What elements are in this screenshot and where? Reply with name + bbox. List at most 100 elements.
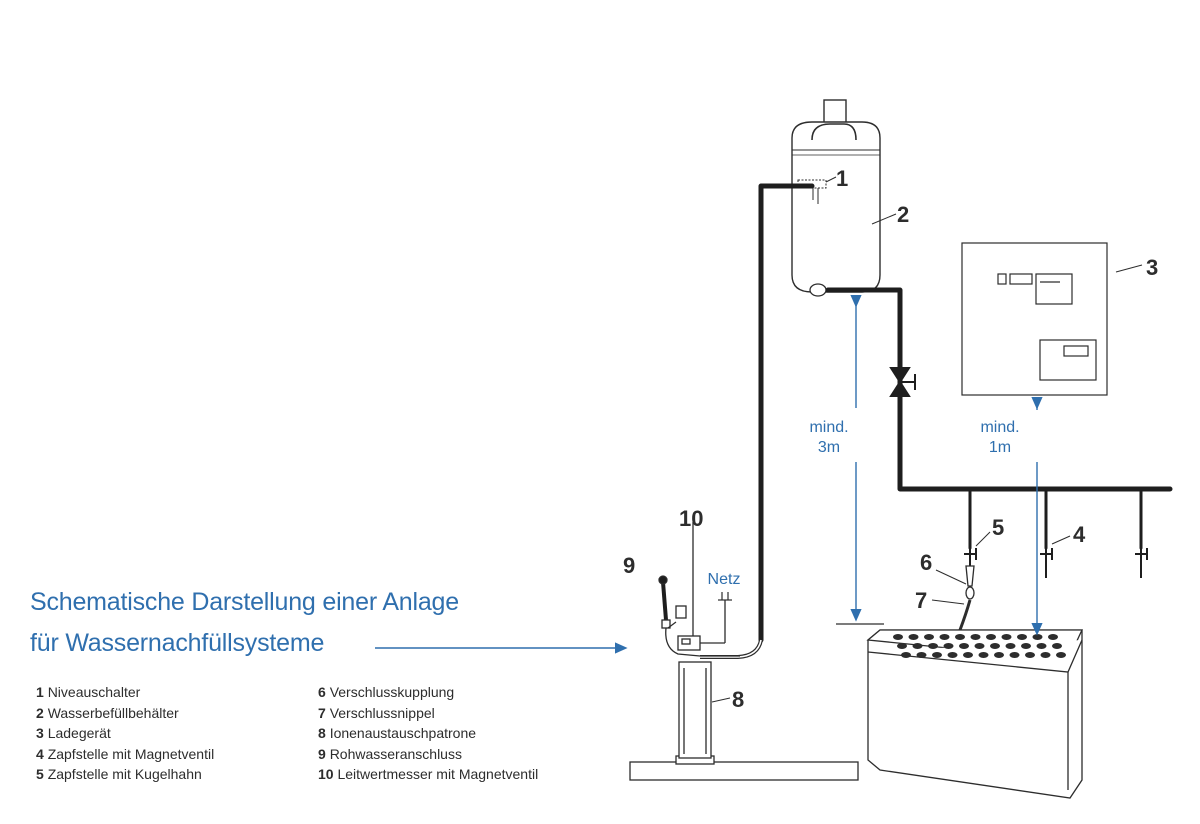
battery-cell-cap xyxy=(916,652,927,658)
callout-5: 5 xyxy=(992,515,1004,540)
legend-item: 7 Verschlussnippel xyxy=(318,703,538,724)
legend-number: 3 xyxy=(36,725,44,741)
battery-cell-cap xyxy=(908,634,919,640)
ion-exchange-cartridge xyxy=(629,661,859,781)
battery-cell-cap xyxy=(959,643,969,649)
battery-cell-cap xyxy=(963,652,973,658)
tap-solenoid-valve xyxy=(1040,548,1053,578)
raw-water-connection xyxy=(658,575,740,657)
legend-item: 9 Rohwasseranschluss xyxy=(318,744,538,765)
battery-cell-cap xyxy=(893,634,903,640)
battery-cells xyxy=(893,634,1066,658)
legend-label: Verschlusskupplung xyxy=(329,684,455,700)
battery-cell-cap xyxy=(897,643,907,649)
mains-plug xyxy=(718,592,732,601)
legend-right: 6 Verschlusskupplung 7 Verschlussnippel … xyxy=(318,682,538,785)
tap-extra xyxy=(1135,548,1148,578)
leader-lines xyxy=(711,176,1143,703)
callout-2: 2 xyxy=(897,202,909,227)
battery-cell-cap xyxy=(901,652,911,658)
battery-cell-cap xyxy=(1001,634,1012,640)
dimension-1m-label-line2: 1m xyxy=(989,439,1011,456)
legend-label: Zapfstelle mit Kugelhahn xyxy=(47,766,202,782)
battery-cell-cap xyxy=(978,652,989,658)
legend-number: 7 xyxy=(318,704,326,721)
callout-6: 6 xyxy=(920,550,932,575)
battery-cell-cap xyxy=(924,634,934,640)
battery-cell-cap xyxy=(947,652,958,658)
battery-cell-cap xyxy=(990,643,1000,649)
battery-cell-cap xyxy=(1009,652,1020,658)
dimension-3m xyxy=(836,295,884,625)
legend-number: 2 xyxy=(36,704,44,721)
legend-item: 3 Ladegerät xyxy=(36,723,214,744)
battery-cell-cap xyxy=(1052,643,1062,649)
callout-1: 1 xyxy=(836,166,848,191)
valve xyxy=(889,367,916,397)
battery-cell-cap xyxy=(970,634,981,640)
legend-number: 8 xyxy=(318,725,326,741)
battery-cell-cap xyxy=(1032,634,1043,640)
battery-cell-cap xyxy=(986,634,996,640)
battery-hose xyxy=(958,599,972,631)
legend-left: 1 Niveauschalter 2 Wasserbefüllbehälter … xyxy=(36,682,214,785)
closing-coupling xyxy=(965,565,975,587)
closing-nipple xyxy=(965,586,975,600)
diagram-title-line1: Schematische Darstellung einer Anlage xyxy=(30,588,459,616)
legend-label: Ladegerät xyxy=(47,725,111,741)
battery-cell-cap xyxy=(1025,652,1035,658)
water-refill-tank xyxy=(791,99,881,293)
legend-number: 5 xyxy=(36,766,44,782)
charger xyxy=(961,242,1108,396)
tank-outlet xyxy=(809,283,827,297)
legend-label: Rohwasseranschluss xyxy=(329,745,462,762)
legend-number: 9 xyxy=(318,745,326,762)
legend-label: Zapfstelle mit Magnetventil xyxy=(47,745,215,762)
dimension-3m-label-line2: 3m xyxy=(818,439,840,456)
battery-cell-cap xyxy=(1005,643,1016,649)
callout-3: 3 xyxy=(1146,255,1158,280)
netz-label: Netz xyxy=(708,571,741,588)
legend-label: Leitwertmesser mit Magnetventil xyxy=(337,766,539,782)
tap-ball-valve xyxy=(964,548,977,566)
callout-9: 9 xyxy=(623,553,635,578)
conductivity-meter xyxy=(677,522,726,651)
battery-cell-cap xyxy=(939,634,950,640)
legend-item: 2 Wasserbefüllbehälter xyxy=(36,703,214,724)
dimension-1m-label-line1: mind. xyxy=(980,419,1019,436)
callout-7: 7 xyxy=(915,588,927,613)
legend-number: 4 xyxy=(36,745,44,762)
battery-cell-cap xyxy=(1036,643,1047,649)
legend-label: Wasserbefüllbehälter xyxy=(47,704,179,721)
legend-item: 5 Zapfstelle mit Kugelhahn xyxy=(36,764,214,785)
callout-10: 10 xyxy=(679,506,703,531)
diagram-title-line2: für Wassernachfüllsysteme xyxy=(30,629,325,657)
legend-label: Niveauschalter xyxy=(47,684,141,700)
legend-number: 1 xyxy=(36,684,44,700)
battery-cell-cap xyxy=(1021,643,1031,649)
callout-8: 8 xyxy=(732,687,744,712)
callout-4: 4 xyxy=(1073,522,1086,547)
legend-number: 10 xyxy=(318,766,334,782)
legend-item: 6 Verschlusskupplung xyxy=(318,682,538,703)
legend-item: 10 Leitwertmesser mit Magnetventil xyxy=(318,764,538,785)
battery-cell-cap xyxy=(932,652,942,658)
battery-cell-cap xyxy=(1056,652,1066,658)
battery-cell-cap xyxy=(974,643,985,649)
battery-cell-cap xyxy=(928,643,938,649)
legend-label: Ionenaustauschpatrone xyxy=(329,725,477,741)
battery-cell-cap xyxy=(943,643,954,649)
legend-label: Verschlussnippel xyxy=(329,704,435,721)
battery-cell-cap xyxy=(1040,652,1051,658)
legend-item: 8 Ionenaustauschpatrone xyxy=(318,723,538,744)
dimension-3m-label-line1: mind. xyxy=(809,419,848,436)
battery-cell-cap xyxy=(1017,634,1027,640)
battery-cell-cap xyxy=(912,643,923,649)
battery-cell-cap xyxy=(955,634,965,640)
battery-cell-cap xyxy=(994,652,1004,658)
battery-cell-cap xyxy=(1048,634,1058,640)
legend-item: 4 Zapfstelle mit Magnetventil xyxy=(36,744,214,765)
legend-number: 6 xyxy=(318,684,326,700)
legend-item: 1 Niveauschalter xyxy=(36,682,214,703)
